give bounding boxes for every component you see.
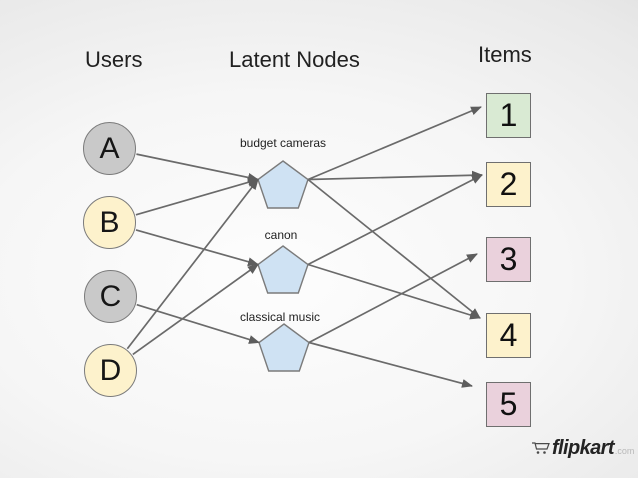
item-node-3: 3 <box>486 237 531 282</box>
column-header-items: Items <box>478 42 532 67</box>
user-node-c: C <box>84 270 137 323</box>
edge-classical-to-5 <box>308 341 473 388</box>
column-header-latent-nodes: Latent Nodes <box>229 47 360 72</box>
item-node-3-label: 3 <box>499 241 518 277</box>
item-node-4: 4 <box>486 313 531 358</box>
latent-node-classical-music-label: classical music <box>239 310 320 324</box>
user-node-d-label: D <box>99 353 122 387</box>
flipkart-logo-text: flipkart <box>552 437 614 459</box>
edge-classical-to-3 <box>308 253 478 344</box>
item-node-2: 2 <box>486 162 531 207</box>
pentagon-shape-icon <box>257 160 309 209</box>
user-node-b-label: B <box>99 205 120 239</box>
edge-budget-to-4 <box>307 178 481 319</box>
edge-A-to-budget <box>136 153 259 182</box>
shopping-cart-icon <box>532 442 550 454</box>
item-node-4-label: 4 <box>499 317 518 353</box>
pentagon-shape-icon <box>258 323 310 372</box>
user-node-a-label: A <box>99 131 120 165</box>
edge-B-to-budget <box>135 177 259 216</box>
pentagon-shape-icon <box>257 245 309 294</box>
latent-node-budget-cameras <box>257 160 309 209</box>
item-node-1: 1 <box>486 93 531 138</box>
user-node-c-label: C <box>99 279 122 313</box>
item-node-5-label: 5 <box>499 386 518 422</box>
item-node-2-label: 2 <box>499 166 518 202</box>
latent-node-budget-cameras-label: budget cameras <box>239 136 327 150</box>
item-node-5: 5 <box>486 382 531 427</box>
user-node-b: B <box>83 196 136 249</box>
latent-node-classical-music <box>258 323 310 372</box>
latent-node-canon <box>257 245 309 294</box>
user-node-d: D <box>84 344 137 397</box>
edge-budget-to-2 <box>307 170 483 181</box>
edge-canon-to-2 <box>307 174 483 266</box>
flipkart-logo: flipkart .com <box>531 438 634 458</box>
flipkart-logo-suffix: .com <box>614 446 635 456</box>
latent-node-canon-label: canon <box>264 228 298 242</box>
column-header-users: Users <box>85 47 143 72</box>
item-node-1-label: 1 <box>499 97 518 133</box>
user-node-a: A <box>83 122 136 175</box>
